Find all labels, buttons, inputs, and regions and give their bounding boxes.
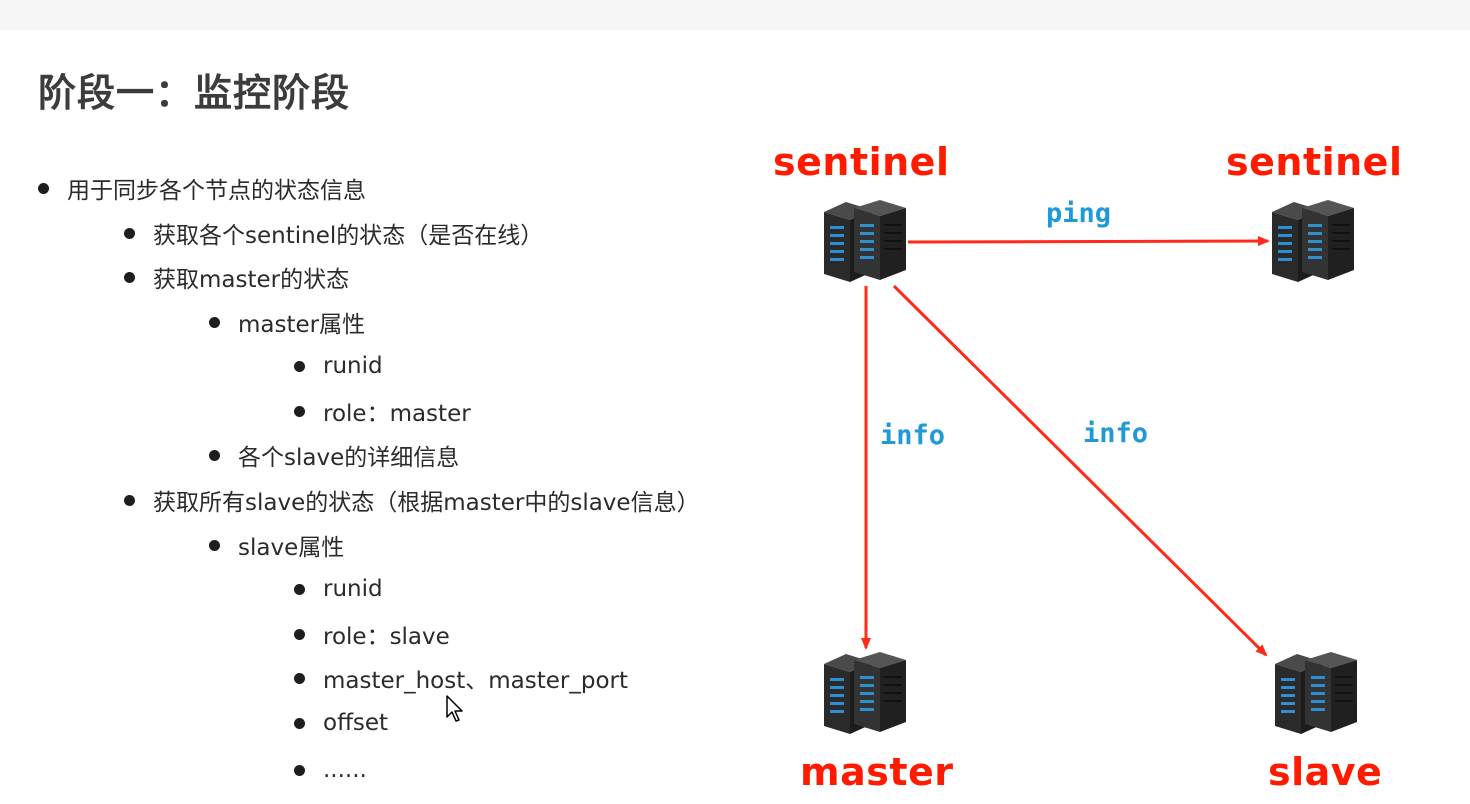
list-item: 各个slave的详细信息 (209, 439, 459, 471)
bullet-text: 获取各个sentinel的状态（是否在线） (153, 223, 544, 249)
list-item: offset (294, 707, 388, 739)
list-item: slave属性 (209, 529, 344, 561)
list-item: 用于同步各个节点的状态信息 (38, 172, 366, 204)
bullet-text: ...... (323, 757, 367, 783)
list-item: 获取master的状态 (124, 261, 349, 293)
bullet-icon (38, 182, 49, 194)
list-item: master属性 (209, 306, 365, 338)
list-item: 获取各个sentinel的状态（是否在线） (124, 217, 543, 249)
bullet-text: role：slave (323, 624, 450, 650)
bullet-icon (124, 271, 135, 283)
bullet-text: 各个slave的详细信息 (238, 445, 460, 471)
bullet-text: 获取master的状态 (153, 267, 350, 293)
bullet-text: master属性 (238, 312, 366, 338)
bullet-icon (294, 717, 305, 729)
list-item: ...... (294, 754, 367, 786)
list-item: master_host、master_port (294, 662, 628, 694)
bullet-icon (294, 764, 305, 776)
server-rack-icon (824, 652, 906, 734)
bullet-icon (294, 405, 305, 417)
bullet-text: 获取所有slave的状态（根据master中的slave信息） (153, 490, 700, 516)
info-master-label: info (880, 420, 946, 451)
ping-arrow (907, 236, 1270, 247)
bullet-icon (294, 628, 305, 640)
bullet-text: slave属性 (238, 535, 345, 561)
bullet-icon (294, 583, 305, 595)
list-item: runid (294, 573, 383, 605)
bullet-text: offset (323, 710, 389, 736)
bullet-icon (209, 539, 220, 551)
sentinel-right-label: sentinel (1226, 140, 1403, 184)
bullet-text: 用于同步各个节点的状态信息 (67, 178, 366, 204)
list-item: role：master (294, 395, 471, 427)
info-slave-label: info (1083, 418, 1149, 449)
list-item: role：slave (294, 618, 450, 650)
list-item: runid (294, 350, 383, 382)
server-rack-icon (1275, 652, 1357, 734)
ping-label: ping (1046, 198, 1112, 229)
bullet-icon (124, 227, 135, 239)
slave-label: slave (1268, 750, 1383, 794)
mouse-pointer-icon (446, 695, 463, 722)
bullet-text: runid (323, 353, 383, 379)
bullet-text: role：master (323, 401, 471, 427)
bullet-text: runid (323, 576, 383, 602)
list-item: 获取所有slave的状态（根据master中的slave信息） (124, 484, 700, 516)
bullet-icon (209, 449, 220, 461)
bullet-icon (294, 360, 305, 372)
bullet-text: master_host、master_port (323, 668, 629, 694)
bullet-icon (124, 494, 135, 506)
server-rack-icon (824, 200, 906, 282)
info-slave-arrow (892, 284, 1268, 657)
bullet-icon (294, 672, 305, 684)
bullet-icon (209, 316, 220, 328)
master-label: master (800, 750, 954, 794)
server-rack-icon (1272, 200, 1354, 282)
sentinel-left-label: sentinel (773, 140, 950, 184)
top-bar (0, 0, 1470, 30)
slide-title: 阶段一：监控阶段 (38, 71, 351, 115)
